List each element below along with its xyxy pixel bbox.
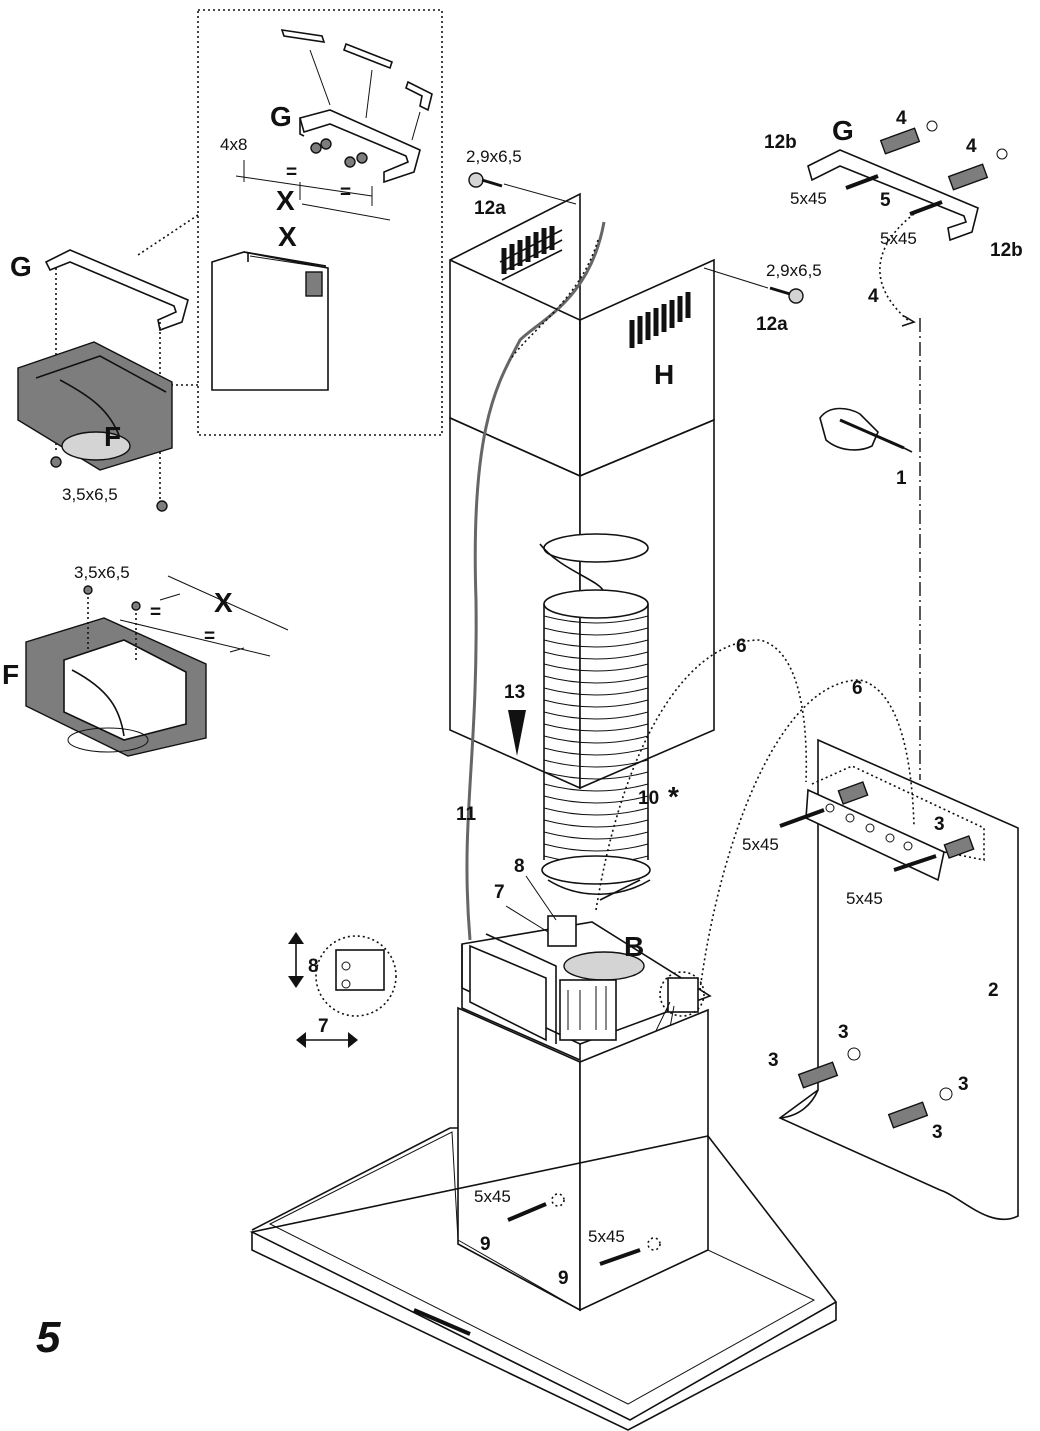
filter-box-f-bottom: F 3,5x6,5 = = X [2, 563, 289, 757]
x-label-chimney: X [278, 221, 297, 252]
part-g-right-label: G [832, 115, 854, 146]
step-12b-top-label: 12b [764, 132, 797, 153]
screw-4x8-label: 4x8 [220, 135, 247, 154]
filter-box-f-top: F 3,5x6,5 [17, 341, 173, 512]
eq-label-3: = [150, 602, 161, 623]
step-12b-bottom-label: 12b [990, 240, 1023, 261]
step-6-label-b: 6 [852, 678, 863, 699]
duct-rib [543, 843, 649, 852]
x-label-inset: X [276, 185, 295, 216]
step-4-a-label: 4 [896, 108, 907, 129]
step-5-label: 5 [880, 190, 891, 211]
screw-29x65-label-right: 2,9x6,5 [766, 261, 822, 280]
chimney-h: H 11 13 [449, 192, 715, 941]
step-3-wall-c-label: 3 [958, 1074, 969, 1095]
step-2-label: 2 [988, 980, 999, 1001]
screw-5x45-label-wall-right: 5x45 [846, 889, 883, 908]
eq-label-1: = [286, 162, 297, 183]
screw-12a-right: 2,9x6,5 12a [703, 261, 822, 335]
screw-12a-left: 2,9x6,5 12a [466, 147, 577, 219]
marking-hand: 1 [819, 407, 913, 489]
part-b-label: B [624, 931, 644, 962]
step-9-left-label: 9 [480, 1234, 491, 1255]
part-g-left-label: G [10, 251, 32, 282]
duct-rib [543, 759, 649, 768]
step-4-b-label: 4 [966, 136, 977, 157]
part-g-inset-label: G [270, 101, 292, 132]
screw-5x45-label-body-right: 5x45 [588, 1227, 625, 1246]
step-7-detail-label: 7 [318, 1016, 329, 1037]
duct-rib [543, 807, 649, 816]
step-10-label: 10 [638, 788, 659, 809]
duct-rib [543, 711, 649, 720]
step-8-top-label: 8 [514, 856, 525, 877]
duct-rib [543, 699, 649, 708]
step-9-right-label: 9 [558, 1268, 569, 1289]
part-h-label: H [654, 359, 674, 390]
duct-rib [543, 663, 649, 672]
duct-rib [543, 795, 649, 804]
screw-5x45-label-wall-left: 5x45 [742, 835, 779, 854]
wall-panel: 2 3 5x45 5x45 3 3 3 3 [742, 318, 1019, 1221]
step-6-label-a: 6 [736, 636, 747, 657]
step-11-label: 11 [456, 804, 477, 825]
figure-number: 5 [36, 1313, 61, 1362]
duct-rib [543, 615, 649, 624]
duct-rib [543, 639, 649, 648]
step-3-wall-d-label: 3 [932, 1122, 943, 1143]
duct-rib [543, 735, 649, 744]
screw-35x65-label-bottom: 3,5x6,5 [74, 563, 130, 582]
duct-rib [543, 747, 649, 756]
vent-grille-left [499, 226, 563, 281]
step-3-bracket-label: 3 [934, 814, 945, 835]
duct-rib [543, 675, 649, 684]
step-3-wall-b-label: 3 [768, 1050, 779, 1071]
duct-rib [543, 723, 649, 732]
duct-rib [543, 783, 649, 792]
duct-rib [543, 651, 649, 660]
inset-screws [310, 138, 368, 168]
step-7-top-label: 7 [494, 882, 505, 903]
step-12a-right-label: 12a [756, 314, 788, 335]
screw-5x45-label-top-b: 5x45 [880, 229, 917, 248]
step-8-detail-label: 8 [308, 956, 319, 977]
step-13-label: 13 [504, 682, 525, 703]
detail-adjust-circle: 8 7 [288, 932, 397, 1048]
eq-label-4: = [204, 626, 215, 647]
part-f-top-label: F [104, 421, 121, 452]
screw-29x65-label-left: 2,9x6,5 [466, 147, 522, 166]
duct-rib [543, 831, 649, 840]
vent-grille-right [629, 292, 691, 348]
screw-5x45-label-body-left: 5x45 [474, 1187, 511, 1206]
duct-rib [543, 687, 649, 696]
screw-35x65-label-top: 3,5x6,5 [62, 485, 118, 504]
bracket-g-right: G 12b 12b 4 4 5 5x45 5x45 4 [764, 108, 1023, 327]
step-4-c-label: 4 [868, 286, 879, 307]
detail-inset: = = X 4x8 G X [128, 9, 443, 436]
step-12a-left-label: 12a [474, 198, 506, 219]
step-1-label: 1 [896, 468, 907, 489]
flex-duct: 10 * [539, 533, 679, 901]
x-label-bottom: X [214, 587, 233, 618]
hood-body: 5x45 5x45 9 9 [249, 1006, 838, 1431]
arrows-step-6: 6 6 [595, 636, 915, 991]
duct-rib [543, 627, 649, 636]
screw-5x45-label-top-a: 5x45 [790, 189, 827, 208]
step-10-asterisk: * [668, 781, 679, 812]
step-3-wall-a-label: 3 [838, 1022, 849, 1043]
duct-rib [543, 819, 649, 828]
part-f-bottom-label: F [2, 659, 19, 690]
duct-rib [543, 771, 649, 780]
eq-label-2: = [340, 182, 351, 203]
